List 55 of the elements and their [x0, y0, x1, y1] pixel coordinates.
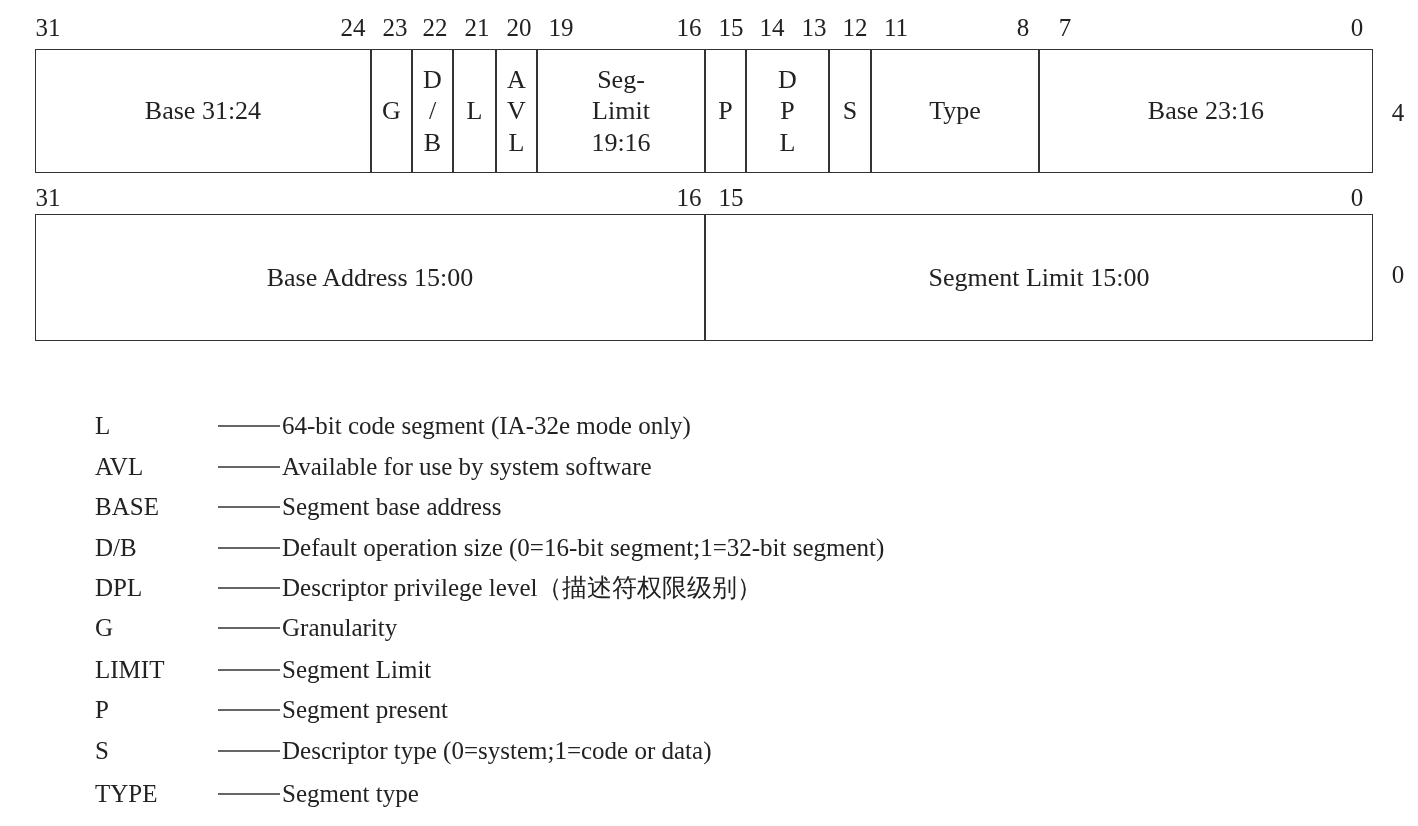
- bit-number: 7: [1058, 15, 1072, 40]
- bit-field: Type: [871, 49, 1039, 173]
- legend-description: Default operation size (0=16-bit segment;1=32-bit segment): [282, 535, 885, 560]
- bit-number: 8: [1016, 15, 1030, 40]
- bit-number: 16: [676, 15, 702, 40]
- legend-key: P: [95, 697, 109, 722]
- bit-number: 23: [382, 15, 408, 40]
- legend-key: D/B: [95, 535, 137, 560]
- bit-field: D / B: [412, 49, 453, 173]
- bit-field: Seg- Limit 19:16: [537, 49, 705, 173]
- bit-field: D P L: [746, 49, 829, 173]
- legend-description: Granularity: [282, 615, 398, 640]
- legend-description: Descriptor type (0=system;1=code or data): [282, 738, 712, 763]
- bit-number: 15: [718, 15, 744, 40]
- bit-number: 0: [1350, 185, 1364, 210]
- legend-key: BASE: [95, 494, 159, 519]
- bit-number: 12: [842, 15, 868, 40]
- legend-description: Segment base address: [282, 494, 502, 519]
- legend-key: AVL: [95, 454, 144, 479]
- bit-field: Base Address 15:00: [35, 214, 705, 341]
- bit-number: 16: [676, 185, 702, 210]
- legend-description: Available for use by system software: [282, 454, 652, 479]
- bit-number: 13: [801, 15, 827, 40]
- legend-key: S: [95, 738, 109, 763]
- legend-description: Segment Limit: [282, 657, 432, 682]
- bit-field: Segment Limit 15:00: [705, 214, 1373, 341]
- bit-number: 15: [718, 185, 744, 210]
- bit-number: 11: [883, 15, 909, 40]
- legend-key: TYPE: [95, 781, 158, 806]
- legend-key: DPL: [95, 575, 143, 600]
- bit-field: G: [371, 49, 412, 173]
- byte-offset: 0: [1391, 262, 1405, 287]
- bit-field: L: [453, 49, 496, 173]
- bit-field: A V L: [496, 49, 537, 173]
- legend-description: Descriptor privilege level（描述符权限级别）: [282, 575, 763, 600]
- legend-description: Segment type: [282, 781, 419, 806]
- bit-number: 31: [35, 15, 61, 40]
- bit-field: S: [829, 49, 871, 173]
- legend-key: LIMIT: [95, 657, 165, 682]
- bit-field: Base 23:16: [1039, 49, 1373, 173]
- legend-key: L: [95, 413, 111, 438]
- bit-number: 22: [422, 15, 448, 40]
- bit-number: 19: [548, 15, 574, 40]
- bit-number: 24: [340, 15, 366, 40]
- legend-description: 64-bit code segment (IA-32e mode only): [282, 413, 691, 438]
- legend-key: G: [95, 615, 114, 640]
- bit-field: P: [705, 49, 746, 173]
- byte-offset: 4: [1391, 100, 1405, 125]
- bit-number: 21: [464, 15, 490, 40]
- bit-field: Base 31:24: [35, 49, 371, 173]
- legend-description: Segment present: [282, 697, 448, 722]
- bit-number: 14: [759, 15, 785, 40]
- bit-number: 0: [1350, 15, 1364, 40]
- bit-number: 20: [506, 15, 532, 40]
- bit-number: 31: [35, 185, 61, 210]
